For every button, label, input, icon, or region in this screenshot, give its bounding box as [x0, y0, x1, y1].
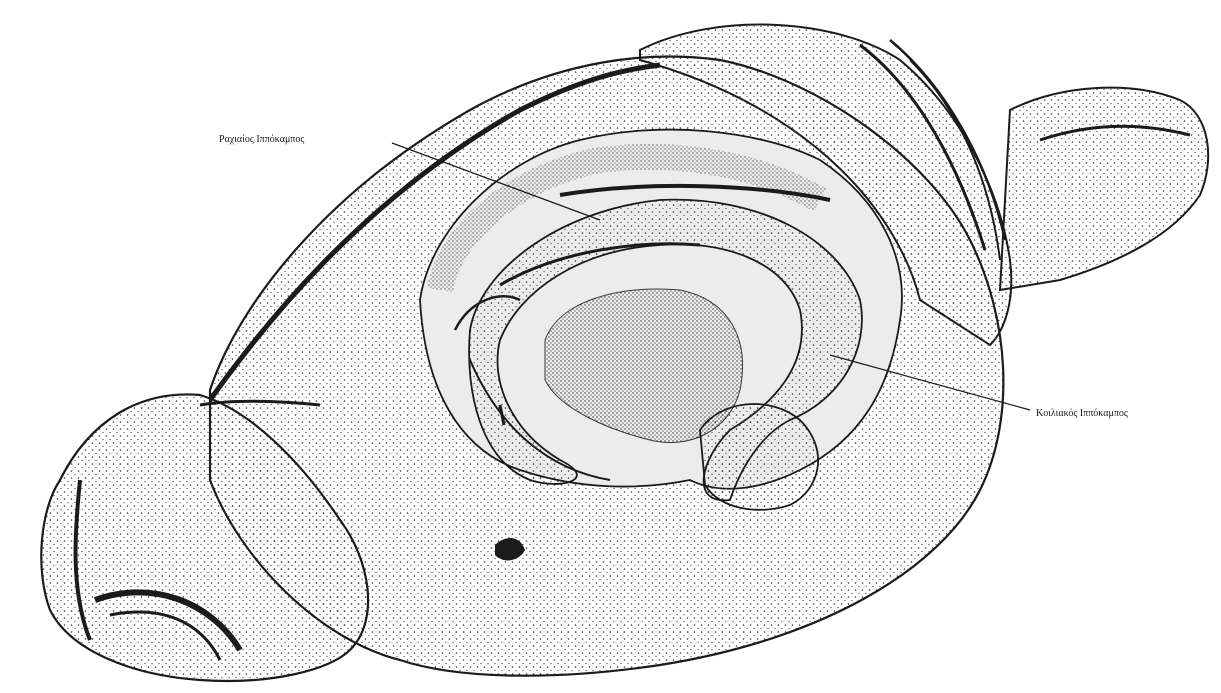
ventral-lobe [700, 404, 818, 510]
dorsal-hippocampus-label: Ραχιαίος Ιππόκαμπος [219, 134, 304, 145]
ventral-hippocampus-label: Κοιλιακός Ιππόκαμπος [1036, 408, 1128, 419]
brainstem [1000, 88, 1208, 290]
